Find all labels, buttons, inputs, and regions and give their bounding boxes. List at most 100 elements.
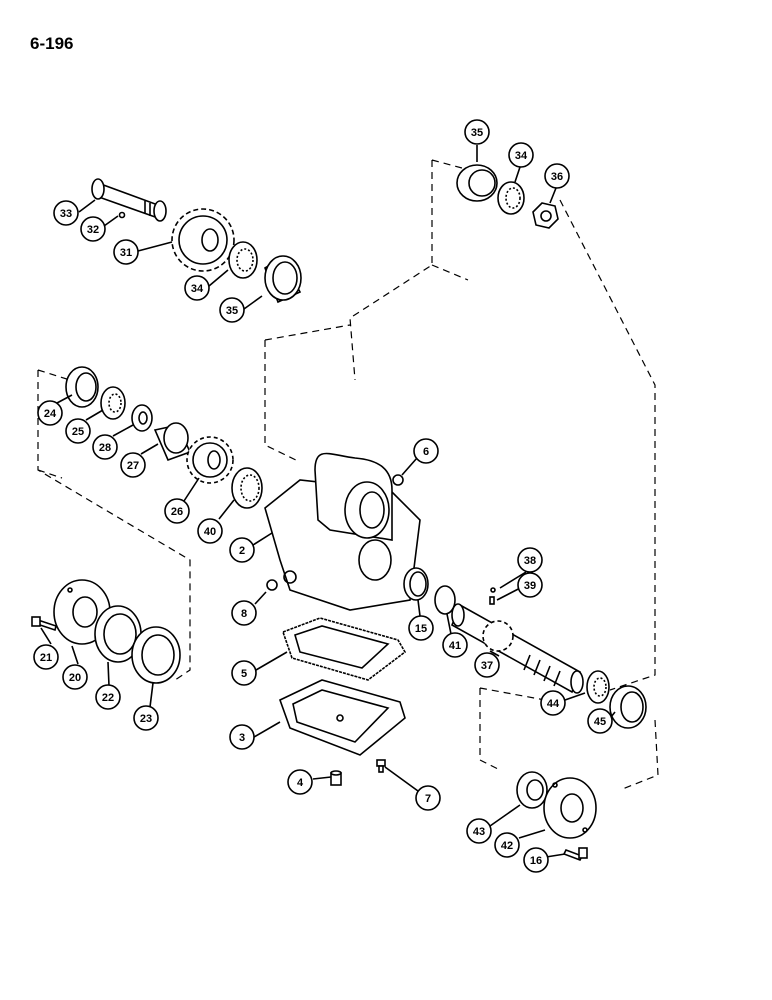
sleeve-part-27 [153, 422, 192, 462]
callout-34: 34 [508, 142, 534, 168]
svg-text:4: 4 [297, 777, 304, 789]
svg-text:44: 44 [547, 698, 560, 710]
plug-part-6 [392, 474, 404, 486]
bearing-cup-part-24 [65, 366, 99, 408]
ball-part-38 [490, 587, 496, 593]
callout-38: 38 [517, 547, 543, 573]
callout-21: 21 [33, 644, 59, 670]
gasket-part-5-inner [294, 625, 390, 669]
svg-text:31: 31 [120, 247, 132, 259]
callout-39: 39 [517, 572, 543, 598]
svg-text:45: 45 [594, 716, 606, 728]
bearing-part-34-left [228, 241, 258, 279]
plug-part-8 [266, 579, 278, 591]
group-outline-bottom-right [479, 687, 659, 791]
svg-text:5: 5 [241, 668, 247, 680]
bearing-cup-part-35-left [264, 255, 302, 304]
callout-35: 35 [219, 297, 245, 323]
gear-part-31 [171, 208, 235, 272]
seal-part-43 [516, 771, 548, 809]
callout-40: 40 [197, 518, 223, 544]
dowel-part-32 [118, 211, 126, 219]
svg-text:34: 34 [515, 150, 528, 162]
callout-7: 7 [415, 785, 441, 811]
bearing-part-25 [100, 386, 126, 420]
shim-part-41 [434, 585, 456, 615]
svg-text:34: 34 [191, 283, 204, 295]
svg-text:15: 15 [415, 623, 427, 635]
svg-text:6: 6 [423, 446, 429, 458]
bolt-part-21 [31, 616, 57, 632]
cover-part-3 [279, 679, 406, 756]
callout-26: 26 [164, 498, 190, 524]
svg-text:7: 7 [425, 793, 431, 805]
callout-8: 8 [231, 600, 257, 626]
svg-text:33: 33 [60, 208, 72, 220]
svg-text:20: 20 [69, 672, 81, 684]
bearing-part-40 [231, 467, 263, 509]
svg-text:23: 23 [140, 713, 152, 725]
svg-text:3: 3 [239, 732, 245, 744]
callout-28: 28 [92, 434, 118, 460]
plug-part-4 [330, 770, 342, 786]
callout-6: 6 [413, 438, 439, 464]
callout-27: 27 [120, 452, 146, 478]
shaft-part-33 [91, 178, 167, 222]
cap-part-42 [543, 777, 597, 839]
svg-text:28: 28 [99, 442, 111, 454]
callout-43: 43 [466, 818, 492, 844]
svg-text:39: 39 [524, 580, 536, 592]
svg-text:16: 16 [530, 855, 542, 867]
callout-3: 3 [229, 724, 255, 750]
callout-22: 22 [95, 684, 121, 710]
bearing-part-34-right [497, 181, 525, 215]
svg-text:22: 22 [102, 692, 114, 704]
snap-ring-part-15 [403, 567, 429, 601]
svg-text:36: 36 [551, 171, 563, 183]
nut-part-36 [532, 202, 559, 229]
callout-37: 37 [474, 652, 500, 678]
bearing-cup-part-35-right [456, 164, 498, 202]
svg-text:8: 8 [241, 608, 247, 620]
svg-text:32: 32 [87, 224, 99, 236]
callout-42: 42 [494, 832, 520, 858]
svg-text:37: 37 [481, 660, 493, 672]
shaft-part-37 [450, 603, 584, 694]
callout-31: 31 [113, 239, 139, 265]
callout-35: 35 [464, 119, 490, 145]
svg-text:26: 26 [171, 506, 183, 518]
leader-lines [40, 145, 616, 858]
svg-text:27: 27 [127, 460, 139, 472]
callout-45: 45 [587, 708, 613, 734]
svg-text:42: 42 [501, 840, 513, 852]
callout-23: 23 [133, 705, 159, 731]
svg-text:24: 24 [44, 408, 57, 420]
callout-44: 44 [540, 690, 566, 716]
gasket-part-5 [281, 617, 407, 681]
washer-part-28 [131, 404, 153, 432]
callout-5: 5 [231, 660, 257, 686]
callout-2: 2 [229, 537, 255, 563]
housing-part-2 [264, 452, 421, 611]
callout-36: 36 [544, 163, 570, 189]
svg-text:40: 40 [204, 526, 216, 538]
callout-16: 16 [523, 847, 549, 873]
callout-41: 41 [442, 632, 468, 658]
callout-24: 24 [37, 400, 63, 426]
bearing-part-44 [586, 670, 610, 704]
callout-25: 25 [65, 418, 91, 444]
group-outline-top-right [264, 159, 656, 691]
svg-text:21: 21 [40, 652, 52, 664]
callout-15: 15 [408, 615, 434, 641]
callout-4: 4 [287, 769, 313, 795]
callout-32: 32 [80, 216, 106, 242]
group-outline-left [37, 369, 191, 681]
bolt-part-7 [376, 759, 386, 773]
bolt-part-16 [562, 847, 588, 862]
page-number: 6-196 [30, 34, 74, 53]
gear-part-26 [186, 436, 234, 484]
svg-text:41: 41 [449, 640, 461, 652]
svg-text:35: 35 [471, 127, 483, 139]
